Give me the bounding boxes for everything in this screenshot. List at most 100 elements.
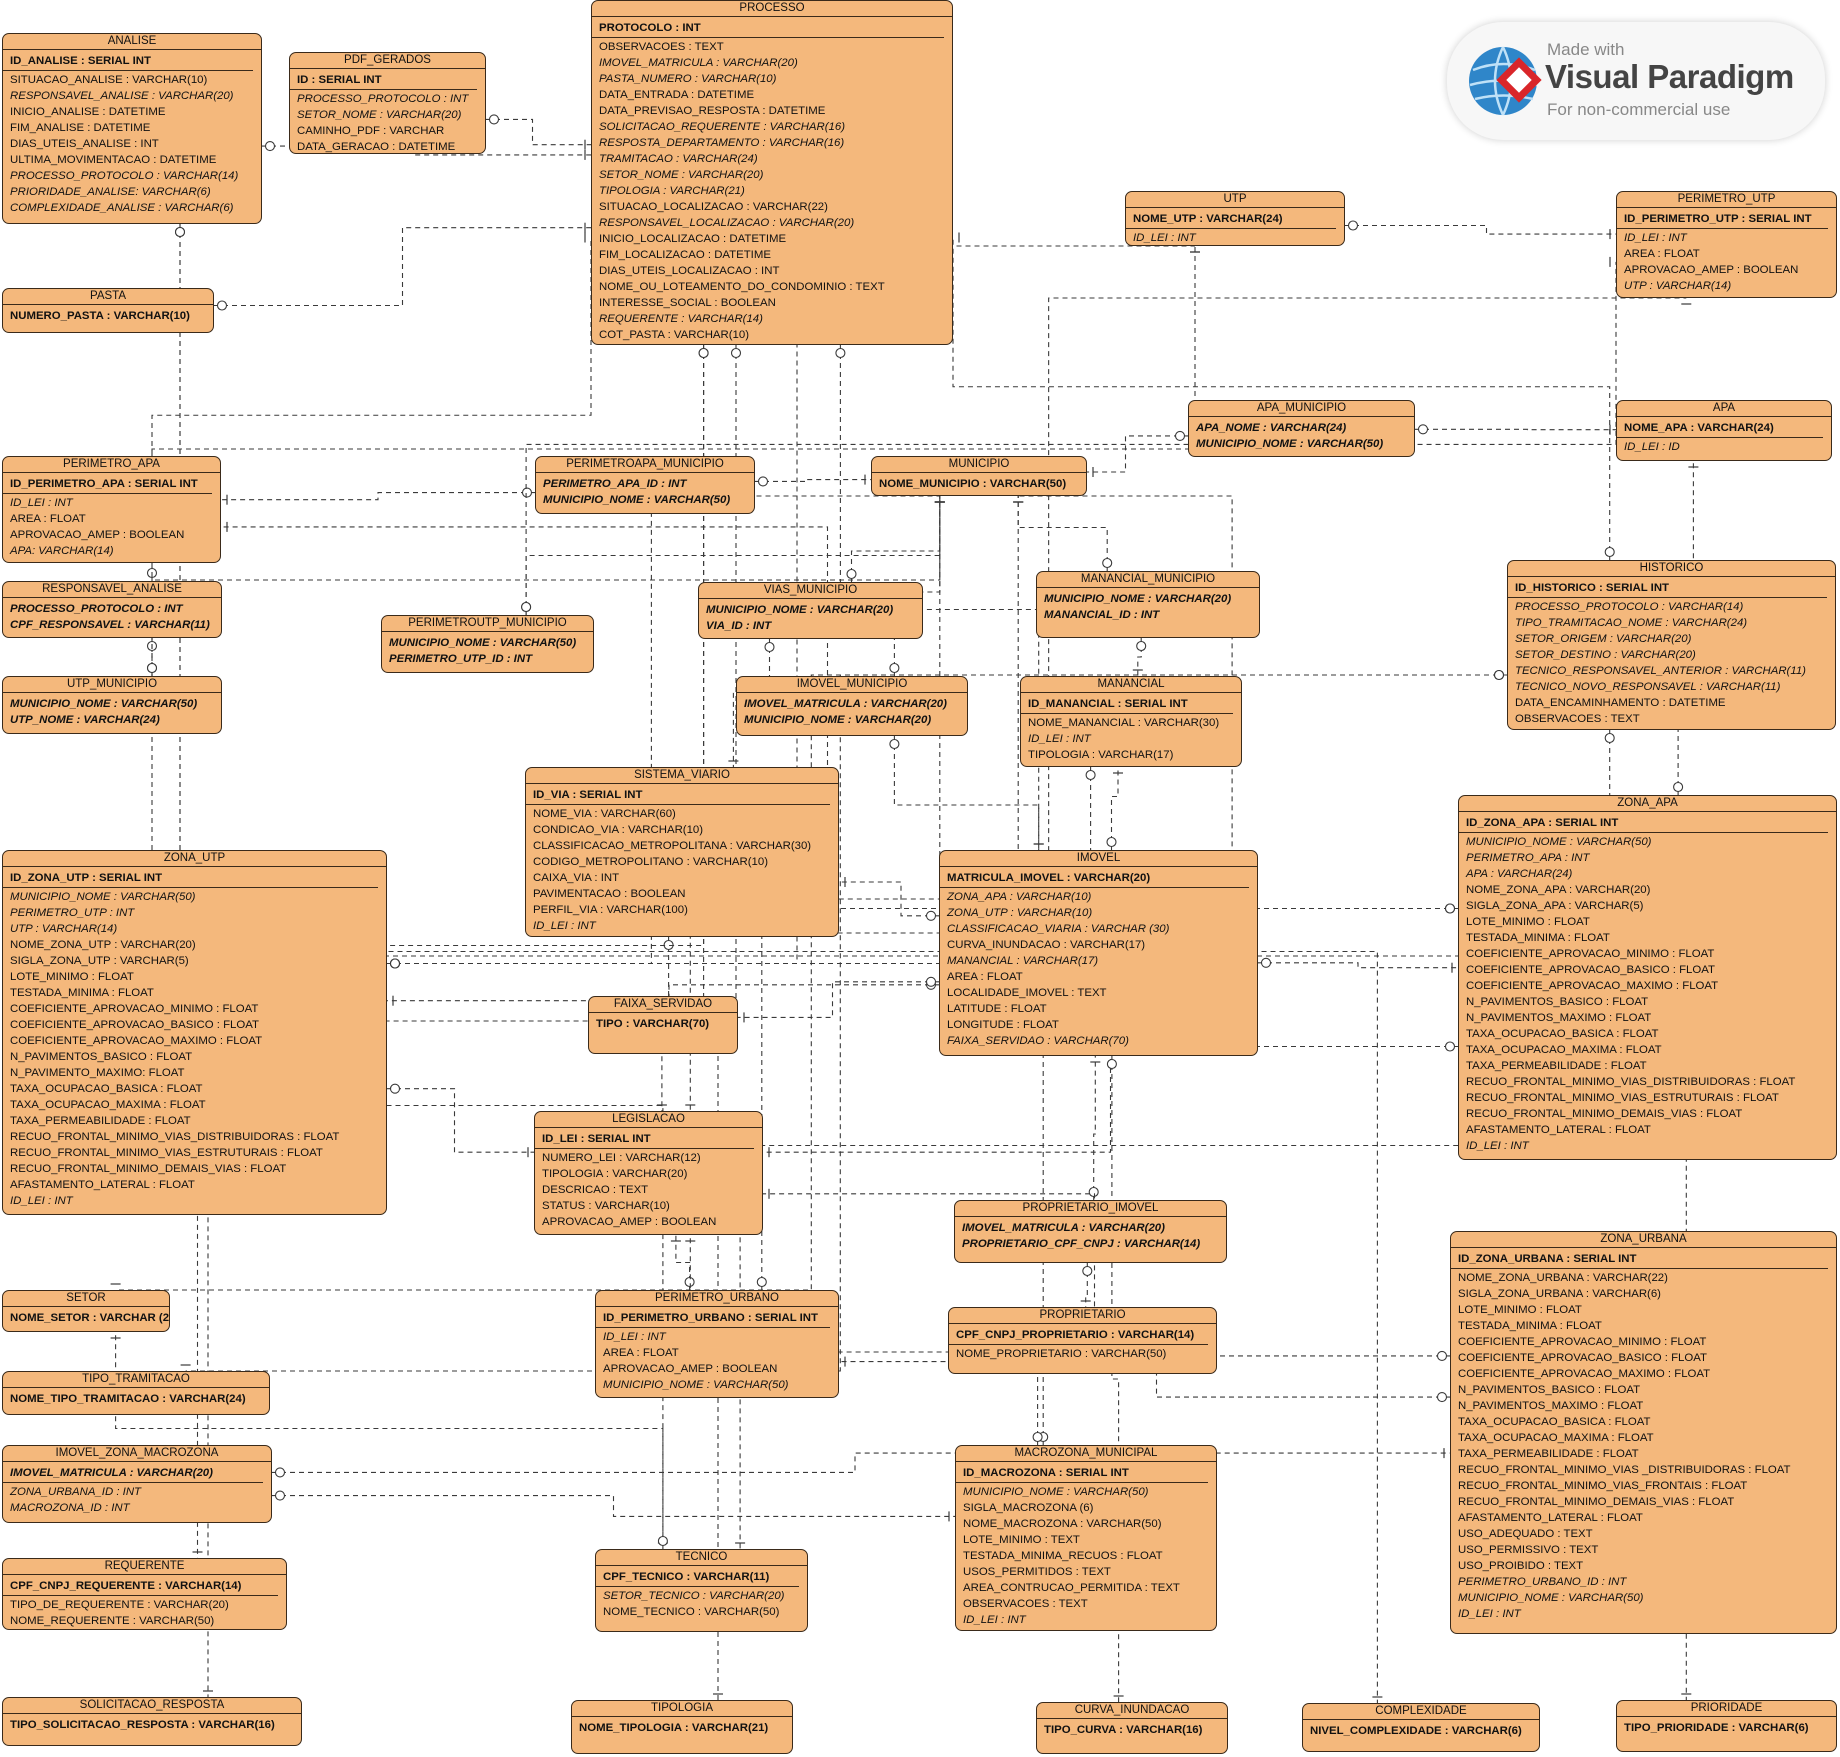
foreign-key-field: MUNICIPIO_NOME : VARCHAR(50) [1458, 1592, 1644, 1604]
entity-title: PERIMETROAPA_MUNICIPIO [536, 457, 754, 473]
key-divider [1021, 713, 1233, 714]
relationship-line [214, 227, 591, 307]
entity-title: ZONA_URBANA [1451, 1232, 1836, 1248]
primary-key-field: IMOVEL_MATRICULA : VARCHAR(20) [962, 1222, 1165, 1234]
foreign-key-field: PERIMETRO_APA : INT [1466, 852, 1590, 864]
many-cardinality-marker [1673, 781, 1684, 793]
key-divider [290, 89, 477, 90]
foreign-key-field: SETOR_ORIGEM : VARCHAR(20) [1515, 633, 1692, 645]
attribute-field: DATA_PREVISAO_RESPOSTA : DATETIME [599, 105, 826, 117]
foreign-key-field: ID_LEI : INT [10, 497, 73, 509]
primary-key-field: ID_HISTORICO : SERIAL INT [1515, 582, 1670, 594]
attribute-field: LOTE_MINIMO : FLOAT [10, 971, 134, 983]
entity-title: PERIMETRO_APA [3, 457, 220, 473]
relationship-line [732, 639, 771, 767]
foreign-key-field: RESPONSAVEL_LOCALIZACAO : VARCHAR(20) [599, 217, 855, 229]
attribute-field: TAXA_OCUPACAO_BASICA : FLOAT [1458, 1416, 1651, 1428]
attribute-field: NOME_MANANCIAL : VARCHAR(30) [1028, 717, 1220, 729]
entity-title: PROPRIETARIO_IMOVEL [955, 1201, 1226, 1217]
attribute-field: N_PAVIMENTOS_BASICO : FLOAT [10, 1051, 193, 1063]
primary-key-field: ID : SERIAL INT [297, 74, 382, 86]
key-divider [3, 493, 212, 494]
attribute-field: RECUO_FRONTAL_MINIMO_DEMAIS_VIAS : FLOAT [10, 1163, 287, 1175]
primary-key-field: ID_ZONA_URBANA : SERIAL INT [1458, 1253, 1637, 1265]
many-cardinality-marker [1174, 430, 1186, 441]
primary-key-field: IMOVEL_MATRICULA : VARCHAR(20) [10, 1467, 213, 1479]
foreign-key-field: ID_LEI : INT [963, 1614, 1026, 1626]
primary-key-field: NOME_UTP : VARCHAR(24) [1133, 213, 1283, 225]
many-cardinality-marker [1436, 1350, 1448, 1361]
attribute-field: RECUO_FRONTAL_MINIMO_VIAS_DISTRIBUIDORAS… [10, 1131, 340, 1143]
primary-key-field: ID_VIA : SERIAL INT [533, 789, 643, 801]
foreign-key-field: ID_LEI : INT [533, 920, 596, 932]
attribute-field: TIPO_DE_REQUERENTE : VARCHAR(20) [10, 1599, 229, 1611]
key-divider [596, 1586, 799, 1587]
attribute-field: COEFICIENTE_APROVACAO_BASICO : FLOAT [10, 1019, 259, 1031]
entity-title: MANANCIAL_MUNICIPIO [1037, 572, 1259, 588]
key-divider [1451, 1268, 1828, 1269]
primary-key-field: PROCESSO_PROTOCOLO : INT [10, 603, 183, 615]
entity-fields: MUNICIPIO_NOME : VARCHAR(20)VIA_ID : INT [699, 599, 922, 634]
attribute-field: AREA : FLOAT [947, 971, 1023, 983]
relationship-line [115, 674, 1507, 1291]
primary-key-field: NOME_APA : VARCHAR(24) [1624, 422, 1774, 434]
attribute-field: INICIO_LOCALIZACAO : DATETIME [599, 233, 787, 245]
key-divider [526, 804, 830, 805]
foreign-key-field: UTP : VARCHAR(14) [10, 923, 118, 935]
entity-fields: MUNICIPIO_NOME : VARCHAR(50)PERIMETRO_UT… [382, 632, 593, 667]
attribute-field: COEFICIENTE_APROVACAO_MINIMO : FLOAT [1458, 1336, 1707, 1348]
attribute-field: TAXA_OCUPACAO_MAXIMA : FLOAT [1458, 1432, 1654, 1444]
attribute-field: NOME_OU_LOTEAMENTO_DO_CONDOMINIO : TEXT [599, 281, 885, 293]
attribute-field: AREA : FLOAT [1624, 248, 1700, 260]
entity-proprietario-imovel[interactable]: PROPRIETARIO_IMOVEL IMOVEL_MATRICULA : VA… [954, 1200, 1227, 1263]
license-note: For non-commercial use [1547, 100, 1731, 119]
entity-title: SOLICITACAO_RESPOSTA [3, 1698, 301, 1714]
attribute-field: N_PAVIMENTOS_MAXIMO : FLOAT [1466, 1012, 1652, 1024]
attribute-field: TESTADA_MINIMA_RECUOS : FLOAT [963, 1550, 1163, 1562]
